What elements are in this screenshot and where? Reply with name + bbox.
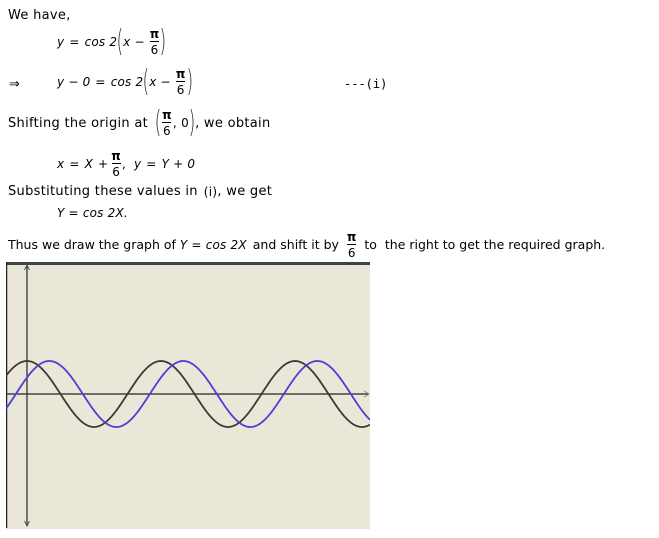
y-axis-down-arrow-icon xyxy=(24,520,30,528)
conclusion-line: Thus we draw the graph of Y = cos 2X and… xyxy=(8,231,605,259)
plus: + xyxy=(98,157,109,171)
eq1-minus: − xyxy=(134,35,145,49)
graph-background xyxy=(6,262,370,528)
conclusion-text-after: to the right to get the required graph. xyxy=(364,236,606,252)
x-lhs: x xyxy=(57,157,65,171)
intro-text: We have, xyxy=(8,8,71,23)
denominator: 6 xyxy=(176,83,185,97)
eq2-fraction: π 6 xyxy=(176,68,186,96)
right-paren: ) xyxy=(186,64,193,99)
curve-cos-2x xyxy=(5,360,371,428)
denominator: 6 xyxy=(347,246,356,260)
eq2-var: x xyxy=(149,75,157,89)
y-lhs: y xyxy=(133,157,142,171)
implies-symbol: ⇒ xyxy=(9,77,20,92)
eq2-equals: = xyxy=(95,75,106,89)
cosine-graph xyxy=(5,262,371,528)
fraction-bar xyxy=(111,163,121,164)
eq2-func: cos 2 xyxy=(110,75,144,89)
fraction-bar xyxy=(150,41,160,42)
pi-numerator: π xyxy=(346,230,357,244)
separator: , xyxy=(121,157,126,171)
fraction-bar xyxy=(162,122,172,123)
conclusion-fraction: π 6 xyxy=(347,231,357,259)
denominator: 6 xyxy=(150,43,159,57)
right-paren: ) xyxy=(188,105,196,140)
equals: = xyxy=(146,157,157,171)
shift-text: Shifting the origin at xyxy=(8,115,149,131)
shift-second-coord: , 0 xyxy=(172,116,190,130)
shift-origin-line: Shifting the origin at ( π 6 , 0 ) , we … xyxy=(8,108,271,138)
pi-numerator: π xyxy=(175,67,186,81)
substituting-line: Substituting these values in (i) , we ge… xyxy=(8,185,272,198)
conclusion-text: Thus we draw the graph of xyxy=(8,236,176,252)
eq2-lhs: y − 0 xyxy=(57,75,91,89)
denominator: 6 xyxy=(112,165,121,179)
denominator: 6 xyxy=(163,124,171,138)
right-paren: ) xyxy=(160,24,167,59)
conclusion-mid-text: and shift it by xyxy=(252,236,339,252)
substituting-text: Substituting these values in xyxy=(8,184,198,199)
left-paren: ( xyxy=(116,24,124,59)
substitution-equation: x = X + π 6 , y = Y + 0 xyxy=(57,150,195,178)
eq2-minus: − xyxy=(160,75,171,89)
equals: = xyxy=(69,157,80,171)
shift-fraction: π 6 xyxy=(162,109,172,137)
equation-reference: (i) xyxy=(203,184,218,199)
fraction-bar xyxy=(347,244,357,245)
x-axis-arrow-icon xyxy=(363,390,370,398)
shift-text-after: , we obtain xyxy=(195,115,271,131)
equation-1: y = cos 2 ( x − π 6 ) xyxy=(57,24,167,59)
eq1-lhs: y xyxy=(57,35,65,49)
substituting-text-after: , we get xyxy=(217,184,273,199)
curve-cos-2x-shifted xyxy=(5,360,371,428)
pi-numerator: π xyxy=(111,149,121,163)
eq1-var: x xyxy=(123,35,131,49)
equation-2: y − 0 = cos 2 ( x − π 6 ) xyxy=(57,64,193,99)
eq1-fraction: π 6 xyxy=(150,28,160,56)
result-equation: Y = cos 2X. xyxy=(57,206,128,220)
fraction-bar xyxy=(176,81,186,82)
left-paren: ( xyxy=(154,105,162,140)
left-paren: ( xyxy=(143,64,150,99)
eq1-func: cos 2 xyxy=(84,35,118,49)
conclusion-equation: Y = cos 2X xyxy=(179,238,247,252)
y-axis-up-arrow-icon xyxy=(24,263,30,271)
y-rhs: Y + 0 xyxy=(161,157,196,171)
graph-bottom-edge xyxy=(6,528,370,529)
equation-label: ---(i) xyxy=(344,77,388,91)
eq1-equals: = xyxy=(69,35,80,49)
capital-x: X xyxy=(84,157,93,171)
pi-numerator: π xyxy=(162,108,172,122)
graph-canvas xyxy=(5,262,371,528)
subs-fraction: π 6 xyxy=(111,150,121,178)
pi-numerator: π xyxy=(149,27,160,41)
